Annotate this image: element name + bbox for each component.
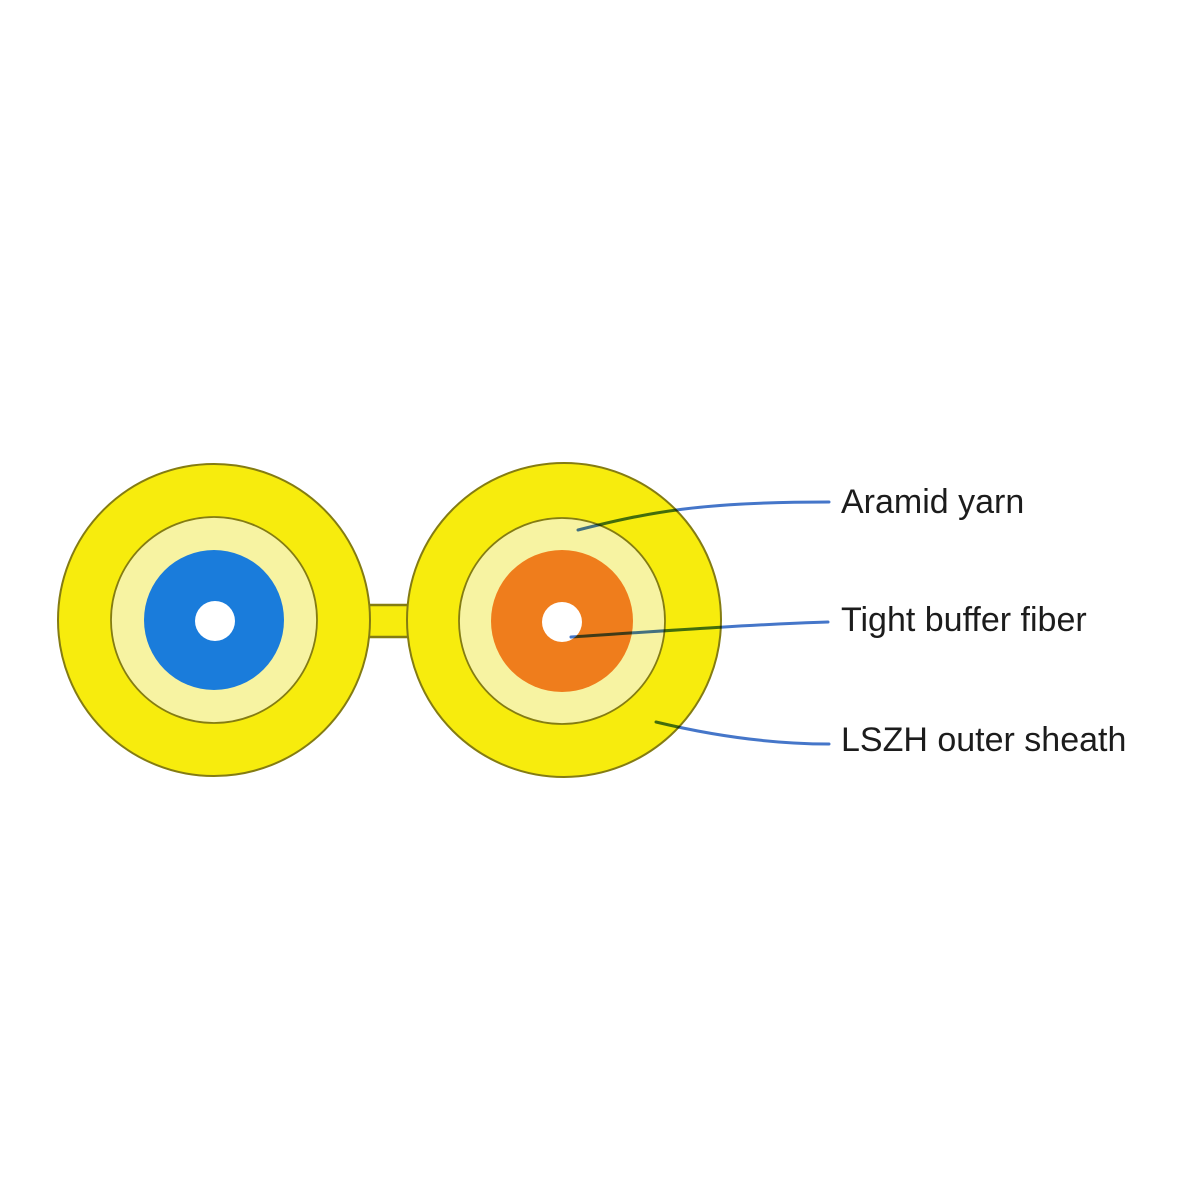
label-aramid-yarn: Aramid yarn xyxy=(841,483,1025,521)
lszh-outer-sheath-leader-line xyxy=(654,720,831,746)
label-tight-buffer-fiber: Tight buffer fiber xyxy=(841,601,1087,639)
label-lszh-outer-sheath: LSZH outer sheath xyxy=(841,721,1127,759)
aramid-yarn-leader-line xyxy=(576,500,831,532)
zipcord-bridge xyxy=(364,605,414,637)
left-fiber-core xyxy=(195,601,235,641)
right-fiber-core xyxy=(542,602,582,642)
tight-buffer-fiber-leader-line xyxy=(569,620,830,639)
